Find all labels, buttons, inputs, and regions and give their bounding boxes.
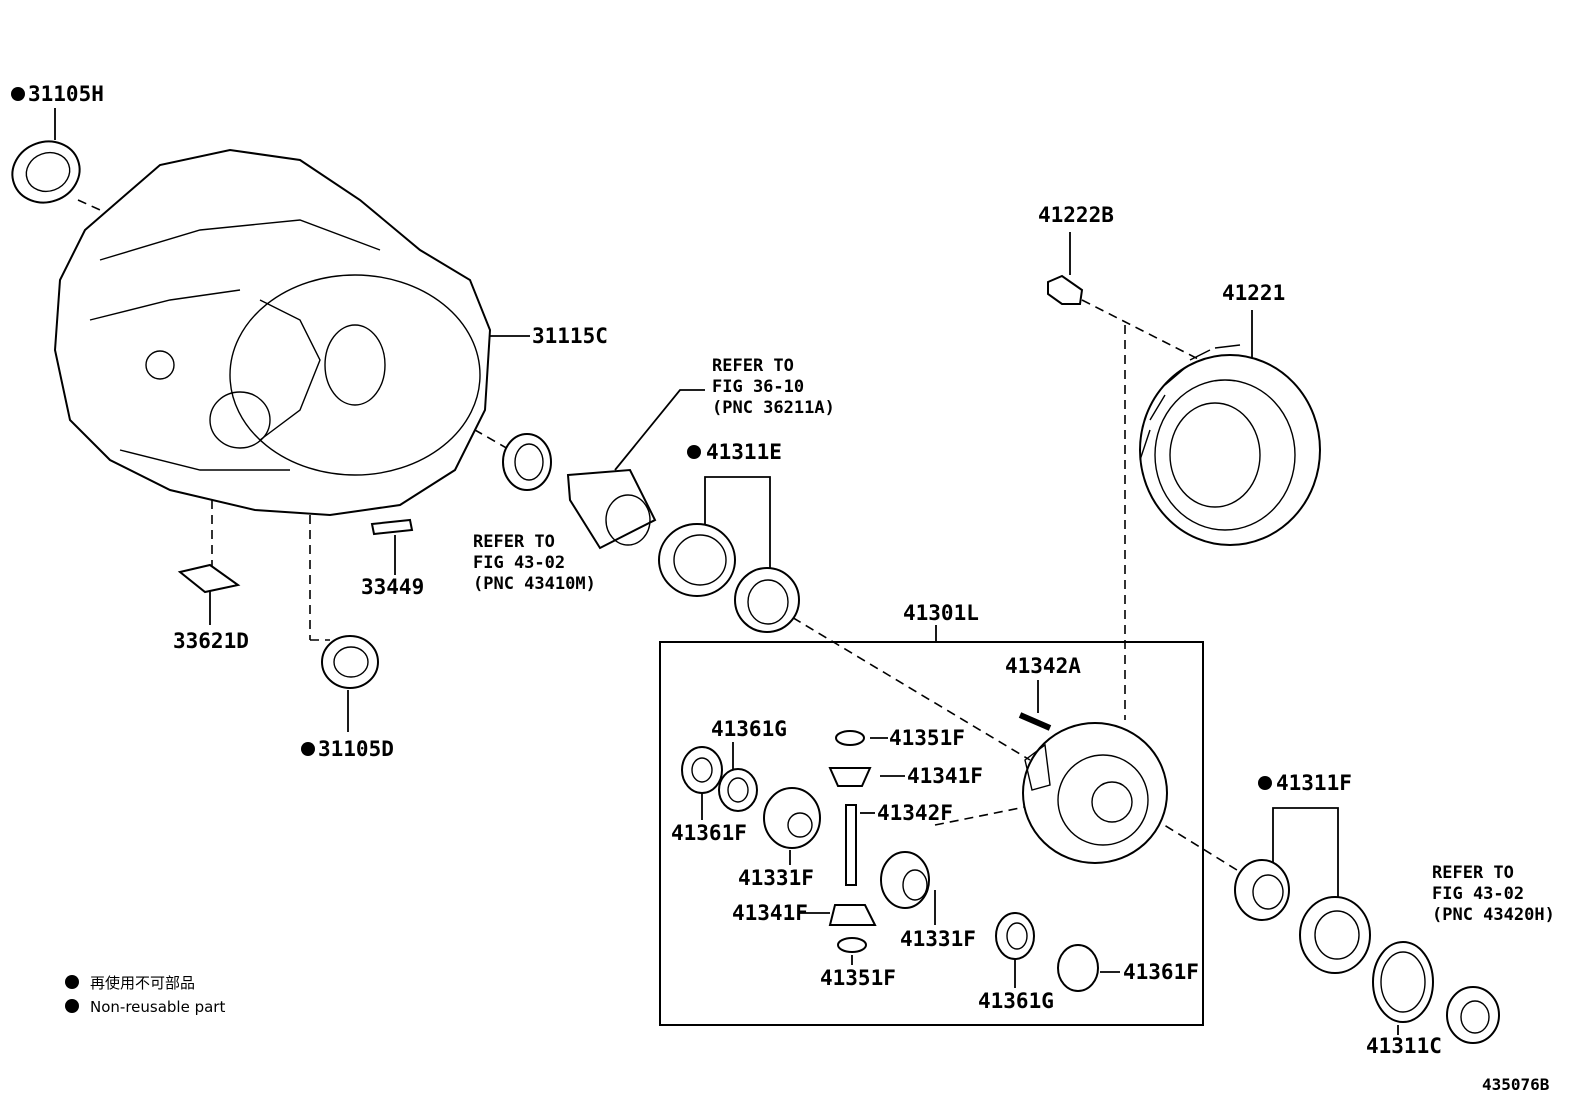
ref-line: (PNC 36211A)	[712, 398, 835, 418]
label-41351F-top[interactable]: 41351F	[889, 726, 965, 750]
pin-41342A	[1018, 712, 1052, 731]
side-gear-41331F-right	[880, 851, 930, 909]
washer-41351F-bottom	[837, 937, 867, 953]
reference-note-43410M[interactable]: REFER TO FIG 43-02 (PNC 43410M)	[473, 532, 596, 594]
legend-bullet-icon	[65, 975, 79, 989]
transaxle-case-31115C	[53, 148, 492, 517]
ref-line: REFER TO	[473, 532, 555, 552]
non-reusable-marker-41311F	[1258, 776, 1272, 790]
legend: 再使用不可部品 Non-reusable part	[65, 974, 225, 1016]
label-41331F-right[interactable]: 41331F	[900, 927, 976, 951]
label-41311E[interactable]: 41311E	[706, 440, 782, 464]
non-reusable-marker-31105H	[11, 87, 25, 101]
sleeve-ref-36211A	[566, 468, 657, 550]
label-41331F-left[interactable]: 41331F	[738, 866, 814, 890]
pinion-41341F-bottom	[828, 904, 877, 926]
label-41361F-left[interactable]: 41361F	[671, 821, 747, 845]
washer-41351F-top	[835, 730, 865, 746]
ref-line: (PNC 43420H)	[1432, 905, 1555, 925]
bolt-41222B	[1047, 274, 1084, 305]
legend-bullet-icon	[65, 999, 79, 1013]
bearing-cup-41311F	[1299, 896, 1371, 974]
ref-line: REFER TO	[1432, 863, 1514, 883]
plate-33621D	[177, 563, 241, 594]
legend-text-en: Non-reusable part	[90, 998, 225, 1016]
label-33621D[interactable]: 33621D	[173, 629, 249, 653]
label-31105H[interactable]: 31105H	[28, 82, 104, 106]
plate-33449	[370, 518, 414, 536]
bearing-cone-41311F	[1234, 859, 1290, 921]
label-41342F[interactable]: 41342F	[877, 801, 953, 825]
bearing-cup-41311E	[658, 523, 736, 597]
bearing-cone-41311E	[734, 567, 800, 633]
label-31105D[interactable]: 31105D	[318, 737, 394, 761]
ref-line: FIG 36-10	[712, 377, 804, 397]
oil-seal-ref-43410M	[502, 433, 552, 491]
leader-lines	[54, 108, 1399, 1035]
label-41301L[interactable]: 41301L	[903, 601, 979, 625]
ref-line: FIG 43-02	[1432, 884, 1524, 904]
label-41361G-bottom[interactable]: 41361G	[978, 989, 1054, 1013]
label-41361G-top[interactable]: 41361G	[711, 717, 787, 741]
ref-line: (PNC 43410M)	[473, 574, 596, 594]
label-33449[interactable]: 33449	[361, 575, 424, 599]
washer-41361G-bottom	[995, 912, 1035, 960]
label-41311C[interactable]: 41311C	[1366, 1034, 1442, 1058]
side-gear-41331F-left	[763, 787, 821, 849]
ring-gear-41221	[1139, 344, 1321, 546]
shim-41311C	[1372, 941, 1434, 1023]
washer-41361G-top	[718, 768, 758, 812]
ref-line: FIG 43-02	[473, 553, 565, 573]
reference-note-36211A[interactable]: REFER TO FIG 36-10 (PNC 36211A)	[712, 356, 835, 418]
label-41311F[interactable]: 41311F	[1276, 771, 1352, 795]
non-reusable-marker-41311E	[687, 445, 701, 459]
figure-code: 435076B	[1482, 1075, 1550, 1094]
shaft-41342F	[845, 804, 857, 886]
label-41342A[interactable]: 41342A	[1005, 654, 1081, 678]
non-reusable-marker-31105D	[301, 742, 315, 756]
label-41222B[interactable]: 41222B	[1038, 203, 1114, 227]
label-41351F-bottom[interactable]: 41351F	[820, 966, 896, 990]
oil-seal-ref-43420H	[1446, 986, 1500, 1044]
oil-seal-31105H	[11, 140, 81, 204]
label-41221[interactable]: 41221	[1222, 281, 1285, 305]
washer-41361F-left	[681, 746, 723, 794]
ref-line: REFER TO	[712, 356, 794, 376]
legend-text-jp: 再使用不可部品	[90, 974, 195, 992]
label-41341F-top[interactable]: 41341F	[907, 764, 983, 788]
differential-assy-box-41301L	[659, 641, 1204, 1026]
oil-seal-31105D	[321, 635, 379, 689]
label-31115C[interactable]: 31115C	[532, 324, 608, 348]
washer-41361F-right	[1057, 944, 1099, 992]
differential-case	[1022, 722, 1168, 864]
reference-note-43420H[interactable]: REFER TO FIG 43-02 (PNC 43420H)	[1432, 863, 1555, 925]
label-41361F-right[interactable]: 41361F	[1123, 960, 1199, 984]
label-41341F-bottom[interactable]: 41341F	[732, 901, 808, 925]
pinion-41341F-top	[828, 767, 872, 787]
